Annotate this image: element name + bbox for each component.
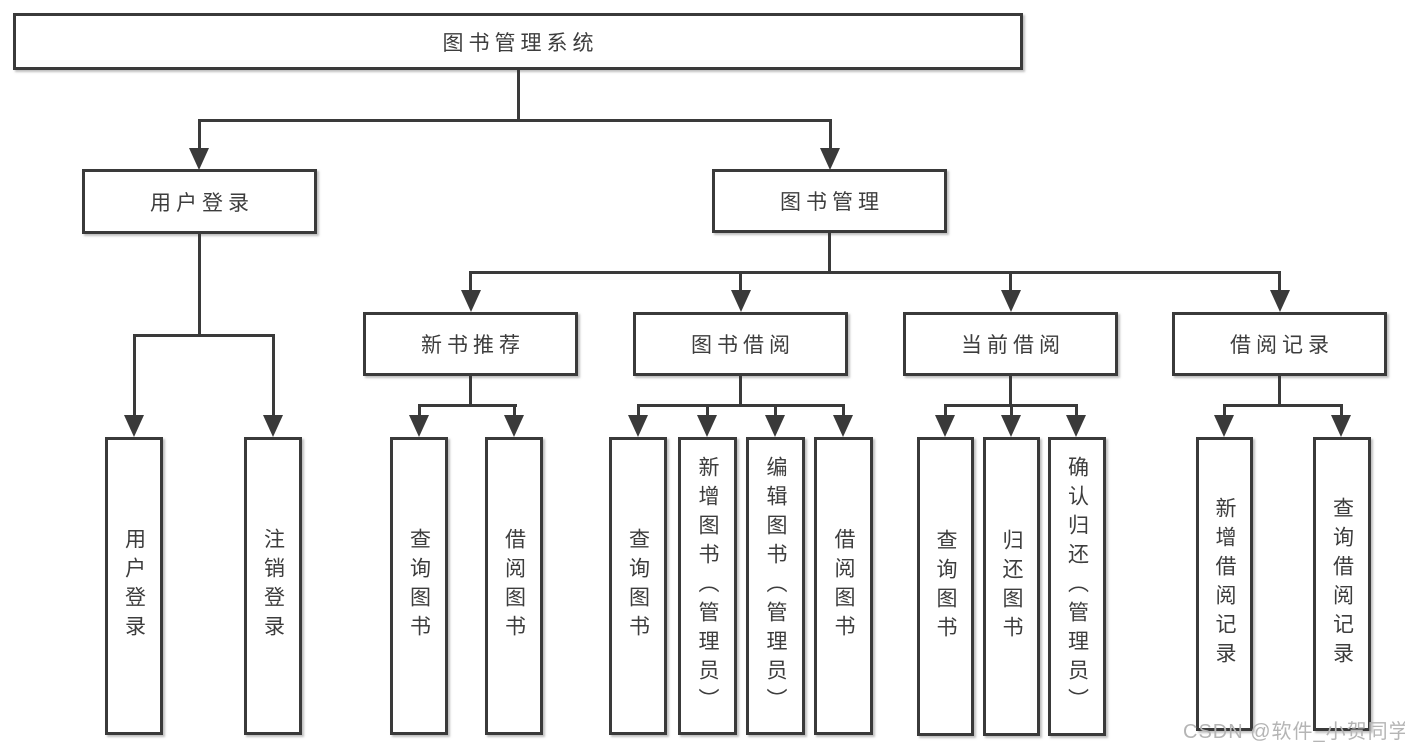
leaf-borrow-query-books-label: 查询图书 <box>626 528 650 644</box>
connector-current-drop-2 <box>1010 404 1013 417</box>
leaf-add-book-admin: 新增图书（管理员） <box>678 437 737 735</box>
leaf-query-borrow-record-label: 查询借阅记录 <box>1330 497 1354 671</box>
leaf-borrow-book-label: 借阅图书 <box>832 528 855 644</box>
node-new-book-recommend-label: 新书推荐 <box>421 334 525 357</box>
leaf-add-borrow-record: 新增借阅记录 <box>1196 437 1253 731</box>
connector-mgmt-drop-2 <box>739 271 742 291</box>
leaf-current-query-books: 查询图书 <box>917 437 974 736</box>
connector-root-stem <box>517 70 520 121</box>
arrowhead-current-borrow <box>1001 290 1021 312</box>
leaf-borrow-book: 借阅图书 <box>814 437 873 735</box>
node-book-borrow-label: 图书借阅 <box>691 334 795 357</box>
arrowhead-book-management <box>820 148 840 170</box>
connector-root-left-drop <box>198 119 201 149</box>
connector-newbooks-stem <box>469 376 472 407</box>
arrowhead-newbooks-query <box>409 415 429 437</box>
leaf-confirm-return-admin: 确认归还（管理员） <box>1048 437 1106 736</box>
connector-mgmt-drop-3 <box>1009 271 1012 291</box>
arrowhead-user-login <box>189 148 209 170</box>
leaf-newbooks-query-books-label: 查询图书 <box>407 528 431 644</box>
connector-bookborrow-stem <box>739 376 742 407</box>
arrowhead-leaf-logout <box>263 415 283 437</box>
connector-login-left-drop <box>133 334 136 416</box>
node-book-management-label: 图书管理 <box>780 191 884 214</box>
leaf-add-book-admin-label: 新增图书（管理员） <box>696 455 719 717</box>
connector-records-drop-2 <box>1340 404 1343 417</box>
leaf-add-borrow-record-label: 新增借阅记录 <box>1213 497 1236 671</box>
arrowhead-add-book <box>697 415 717 437</box>
leaf-current-query-books-label: 查询图书 <box>934 528 957 645</box>
connector-mgmt-drop-1 <box>469 271 472 291</box>
leaf-newbooks-borrow-books-label: 借阅图书 <box>502 528 526 644</box>
node-borrow-records-label: 借阅记录 <box>1230 334 1334 357</box>
arrowhead-return-book <box>1001 415 1021 437</box>
csdn-watermark: CSDN @软件_小贺同学 <box>1183 721 1405 743</box>
connector-newbooks-drop-1 <box>418 404 421 417</box>
connector-current-drop-1 <box>944 404 947 417</box>
connector-records-split <box>1223 404 1343 407</box>
arrowhead-borrow-records <box>1270 290 1290 312</box>
arrowhead-newbooks-borrow <box>504 415 524 437</box>
connector-mgmt-stem <box>828 233 831 273</box>
arrowhead-confirm-return <box>1066 415 1086 437</box>
arrowhead-new-book-recommend <box>461 290 481 312</box>
node-book-borrow: 图书借阅 <box>633 312 848 376</box>
connector-records-drop-1 <box>1223 404 1226 417</box>
connector-login-split <box>133 334 275 337</box>
leaf-confirm-return-admin-label: 确认归还（管理员） <box>1065 456 1089 717</box>
connector-root-split <box>198 119 832 122</box>
connector-bookborrow-split <box>637 404 845 407</box>
node-user-login-label: 用户登录 <box>150 191 254 215</box>
leaf-logout-label: 注销登录 <box>261 528 285 644</box>
leaf-query-borrow-record: 查询借阅记录 <box>1313 437 1371 731</box>
connector-bookborrow-drop-3 <box>774 404 777 417</box>
connector-bookborrow-drop-4 <box>842 404 845 417</box>
connector-mgmt-drop-4 <box>1278 271 1281 291</box>
node-root-system: 图书管理系统 <box>13 13 1023 70</box>
leaf-user-login: 用户登录 <box>105 437 163 735</box>
connector-login-right-drop <box>272 334 275 416</box>
connector-current-stem <box>1009 376 1012 407</box>
leaf-return-book: 归还图书 <box>983 437 1040 736</box>
connector-current-drop-3 <box>1075 404 1078 417</box>
connector-newbooks-drop-2 <box>513 404 516 417</box>
connector-newbooks-split <box>418 404 517 407</box>
node-current-borrow-label: 当前借阅 <box>961 334 1065 357</box>
leaf-borrow-query-books: 查询图书 <box>609 437 667 735</box>
node-user-login: 用户登录 <box>82 169 317 234</box>
node-borrow-records: 借阅记录 <box>1172 312 1387 376</box>
leaf-newbooks-borrow-books: 借阅图书 <box>485 437 543 735</box>
arrowhead-current-query <box>935 415 955 437</box>
node-book-management: 图书管理 <box>712 169 947 233</box>
connector-root-right-drop <box>829 119 832 149</box>
node-current-borrow: 当前借阅 <box>903 312 1118 376</box>
arrowhead-add-record <box>1214 415 1234 437</box>
leaf-logout: 注销登录 <box>244 437 302 735</box>
node-root-system-label: 图书管理系统 <box>442 31 599 55</box>
node-new-book-recommend: 新书推荐 <box>363 312 578 376</box>
connector-login-stem <box>198 234 201 337</box>
arrowhead-edit-book <box>765 415 785 437</box>
arrowhead-book-borrow <box>731 290 751 312</box>
leaf-edit-book-admin: 编辑图书（管理员） <box>746 437 805 735</box>
connector-mgmt-split <box>469 271 1281 274</box>
arrowhead-bookborrow-query <box>628 415 648 437</box>
leaf-edit-book-admin-label: 编辑图书（管理员） <box>764 455 787 717</box>
leaf-return-book-label: 归还图书 <box>1000 528 1023 645</box>
arrowhead-query-record <box>1331 415 1351 437</box>
connector-bookborrow-drop-2 <box>706 404 709 417</box>
connector-bookborrow-drop-1 <box>637 404 640 417</box>
arrowhead-leaf-user-login <box>124 415 144 437</box>
connector-records-stem <box>1278 376 1281 407</box>
leaf-newbooks-query-books: 查询图书 <box>390 437 448 735</box>
leaf-user-login-label: 用户登录 <box>122 528 146 644</box>
arrowhead-borrow-book <box>833 415 853 437</box>
